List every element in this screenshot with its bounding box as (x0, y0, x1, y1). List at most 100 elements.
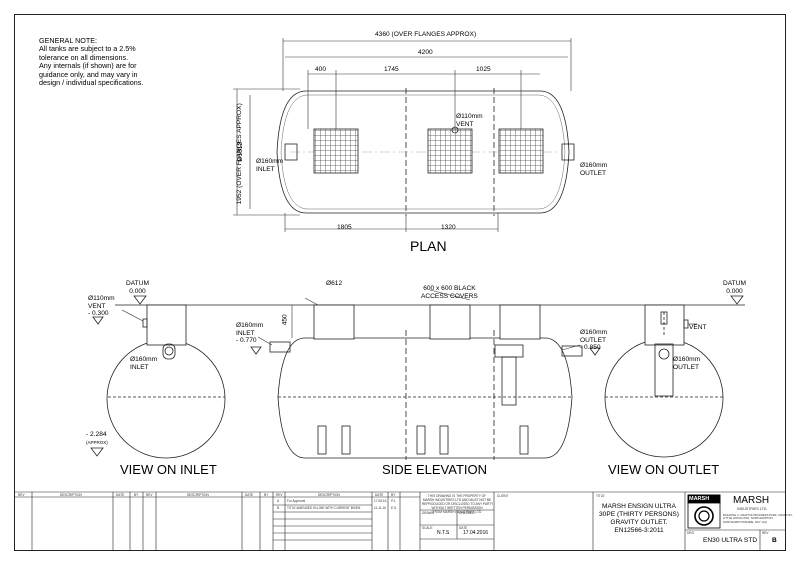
address-line: BUILDING 3, CRAFTON BUSINESS PARK, CRAFT… (723, 513, 793, 517)
rev-row-a-desc: For Approval (287, 499, 306, 503)
inlet-circle-label: Ø160mm INLET (130, 356, 157, 371)
plan-inlet-spigot (284, 143, 298, 161)
inlet-side-level: - 0.770 (236, 337, 257, 345)
depth-bottom-approx: (APPROX) (86, 439, 108, 445)
drawing-title-line: EN12566-3:2011 (614, 527, 664, 534)
rev-header: REV (18, 493, 25, 497)
access-covers-size: 600 x 600 BLACK (423, 285, 476, 292)
datum-right-label: DATUM 0.000 (723, 280, 746, 295)
access-covers-text: ACCESS COVERS (421, 292, 478, 300)
rev-value: B (772, 537, 777, 544)
rev-row-a-by: P.J. (391, 499, 397, 503)
access-covers-label: 600 x 600 BLACK ACCESS COVERS (421, 285, 478, 300)
side-elevation-tank (269, 304, 583, 460)
side-elevation-title: SIDE ELEVATION (382, 462, 487, 477)
rev-row-b-date: 11.11.16 (374, 506, 386, 510)
dim-1025: 1025 (476, 66, 491, 73)
plan-title: PLAN (410, 238, 447, 254)
plan-vent-label: Ø110mm VENT (456, 113, 483, 128)
depth-bottom-value: - 2.284 (86, 431, 107, 438)
company-address: BUILDING 3, CRAFTON BUSINESS PARK, CRAFT… (723, 513, 793, 524)
plan-outlet-label: Ø160mm OUTLET (580, 162, 607, 177)
desc-header: DESCRIPTION (60, 493, 82, 497)
depth-bottom-label: - 2.284 (APPROX) (86, 431, 108, 446)
general-note-line: design / individual specifications. (39, 78, 144, 88)
plan-inlet-label: Ø160mm INLET (256, 158, 283, 173)
date-header: DATE (116, 493, 125, 497)
marsh-logo (687, 494, 721, 529)
checked-label: CHECKED (459, 511, 475, 515)
outlet-side-size: Ø160mm (580, 329, 608, 336)
rev-row-b-by: E.S. (391, 506, 398, 510)
drawing-title: MARSH ENSIGN ULTRA 30PE (THIRTY PERSONS)… (596, 503, 682, 535)
vent-left-text: VENT (88, 302, 106, 310)
title-label: TITLE (596, 494, 605, 498)
dim-1745: 1745 (384, 66, 399, 73)
desc-header: DESCRIPTION (187, 493, 209, 497)
vent-left-label: Ø110mm VENT - 0.300 (88, 295, 115, 318)
inlet-circle-size: Ø160mm (130, 356, 158, 363)
by-header: BY (264, 493, 269, 497)
datum-left-value: 0.000 (129, 287, 146, 295)
outlet-circle-size: Ø160mm (673, 356, 701, 363)
view-outlet-title: VIEW ON OUTLET (608, 462, 720, 477)
scale-value: N.T.S (437, 530, 450, 536)
copyright-line: REPRODUCED OR DISCLOSED TO ANY PARTY (422, 502, 494, 506)
plan-outlet-text: OUTLET (580, 169, 607, 177)
plan-access-cover-3 (498, 128, 544, 174)
title-block-lines (14, 491, 786, 551)
rev-label: REV (762, 531, 769, 535)
outlet-view-tank (604, 304, 724, 458)
drawing-title-line: GRAVITY OUTLET. (610, 519, 668, 526)
copyright-notice: THIS DRAWING IS THE PROPERTY OF MARSH IN… (422, 494, 494, 514)
outlet-circle-label: Ø160mm OUTLET (673, 356, 700, 371)
general-note-line: All tanks are subject to a 2.5% (39, 44, 136, 54)
drawing-title-line: 30PE (THIRTY PERSONS) (598, 511, 679, 518)
date-value: 17.04.2016 (463, 530, 489, 536)
by-header: BY (134, 493, 139, 497)
dim-over-flanges: 4360 (OVER FLANGES APPROX) (375, 31, 477, 38)
logo-text: MARSH (689, 496, 710, 502)
general-note-line: tolerance on all dimensions. (39, 52, 129, 62)
datum-right-text: DATUM (723, 280, 746, 287)
vent-left-size: Ø110mm (88, 295, 115, 302)
company-name: MARSH (733, 495, 770, 506)
scale-label: SCALE (422, 526, 433, 530)
copyright-line: THIS DRAWING IS THE PROPERTY OF (427, 494, 487, 498)
vent-right-label: VENT (689, 324, 707, 331)
dim-1805: 1805 (337, 224, 352, 231)
address-line: NORTHAMPTONSHIRE, NN7 1AQ (723, 519, 767, 524)
drawn-label: DRAWN (422, 511, 434, 515)
vent-left-level: - 0.300 (88, 310, 109, 318)
drawing-number: EN30 ULTRA STD (703, 537, 758, 544)
dim-diameter: Ø1812 (237, 141, 245, 162)
manhole-diameter: Ø612 (326, 280, 343, 287)
general-note: GENERAL NOTE: All tanks are subject to a… (39, 36, 179, 88)
plan-inlet-size: Ø160mm (256, 158, 284, 165)
rev-row-a-letter: A (277, 499, 280, 503)
dim-450: 450 (281, 314, 289, 326)
rev-header: REV (146, 493, 153, 497)
datum-right-value: 0.000 (726, 287, 743, 295)
datum-left-text: DATUM (126, 280, 149, 287)
by-header: BY (391, 493, 396, 497)
plan-access-cover-1 (313, 128, 359, 174)
copyright-line: MARSH INDUSTRIES LTD AND MUST NOT BE (422, 498, 492, 502)
plan-access-cover-2 (427, 128, 473, 174)
rev-row-a-date: 17.08.16 (374, 499, 387, 503)
dim-400: 400 (315, 66, 327, 73)
date-header: DATE (245, 493, 254, 497)
inlet-side-label: Ø160mm INLET - 0.770 (236, 322, 263, 345)
dim-overall-length: 4200 (418, 49, 433, 56)
outlet-circle-text: OUTLET (673, 363, 700, 371)
plan-vent-text: VENT (456, 120, 474, 128)
date-label: DATE (459, 526, 468, 530)
inlet-side-size: Ø160mm (236, 322, 264, 329)
date-header: DATE (375, 493, 384, 497)
drg-label: DRG (687, 531, 695, 535)
inlet-side-text: INLET (236, 329, 255, 337)
datum-left-label: DATUM 0.000 (126, 280, 149, 295)
desc-header: DESCRIPTION (318, 493, 340, 497)
view-inlet-title: VIEW ON INLET (120, 462, 217, 477)
